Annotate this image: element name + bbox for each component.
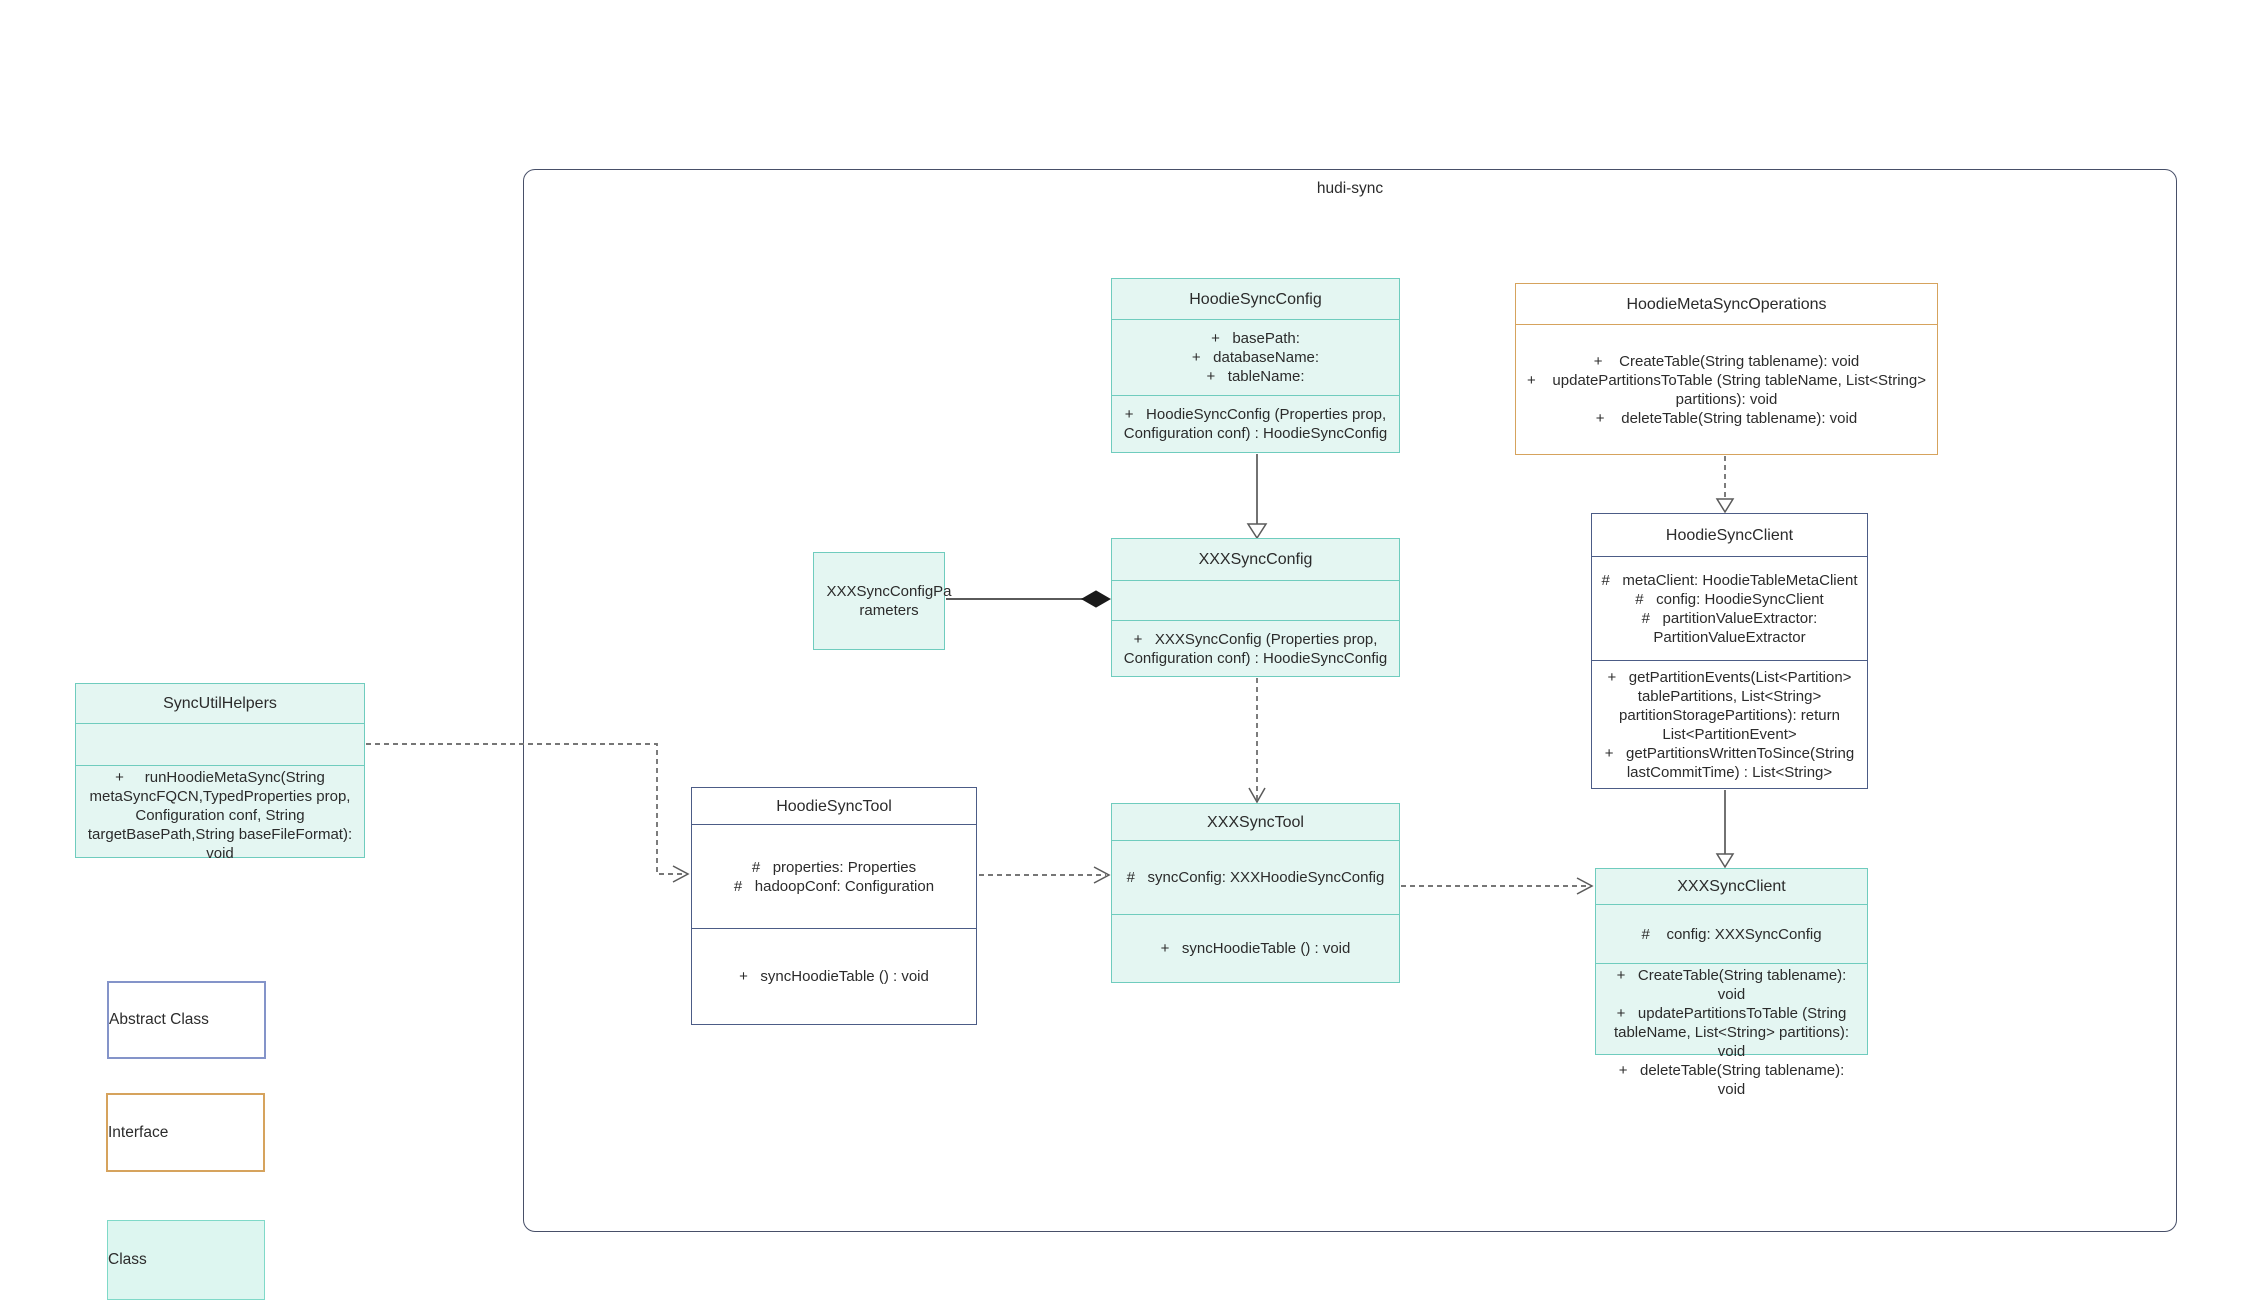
class-box-hoodiesyncconfig[interactable]: HoodieSyncConfig + basePath: + databaseN… xyxy=(1111,278,1400,453)
methods-section: + XXXSyncConfig (Properties prop, Config… xyxy=(1112,620,1399,676)
method-line: + getPartitionEvents(List<Partition> tab… xyxy=(1607,668,1856,743)
legend-label: Abstract Class xyxy=(109,1011,209,1028)
legend-label: Class xyxy=(108,1251,147,1268)
method-line: + getPartitionsWrittenToSince(String las… xyxy=(1604,744,1859,781)
attribute-line: + databaseName: xyxy=(1191,349,1320,366)
attributes-section: + basePath: + databaseName: + tableName: xyxy=(1112,319,1399,395)
package-hudi-sync[interactable]: hudi-sync xyxy=(523,169,2177,1232)
class-title: XXXSyncConfig xyxy=(1198,551,1313,568)
attribute-line: # metaClient: HoodieTableMetaClient xyxy=(1601,571,1858,589)
class-box-syncutilhelpers[interactable]: SyncUtilHelpers + runHoodieMetaSync(Stri… xyxy=(75,683,365,862)
abstract-class-box-hoodiesyncclient[interactable]: HoodieSyncClient # metaClient: HoodieTab… xyxy=(1591,513,1868,789)
legend-label: Interface xyxy=(108,1123,169,1141)
class-title: HoodieSyncConfig xyxy=(1189,290,1322,308)
methods-section: + syncHoodieTable () : void xyxy=(692,928,976,1024)
attribute-line: + tableName: xyxy=(1206,368,1305,385)
method-line: + CreateTable(String tablename): void xyxy=(1616,967,1851,1003)
attributes-section: # properties: Properties # hadoopConf: C… xyxy=(692,824,976,928)
class-box-xxxsyncconfig[interactable]: XXXSyncConfig + XXXSyncConfig (Propertie… xyxy=(1111,538,1400,677)
methods-section: + HoodieSyncConfig (Properties prop, Con… xyxy=(1112,395,1399,452)
attributes-section: # syncConfig: XXXHoodieSyncConfig xyxy=(1112,840,1399,914)
class-title: HoodieSyncTool xyxy=(776,797,892,815)
class-title: XXXSyncTool xyxy=(1207,813,1304,831)
method-line: + deleteTable(String tablename): void xyxy=(1618,1062,1849,1098)
methods-section: + syncHoodieTable () : void xyxy=(1112,914,1399,982)
attributes-section: # metaClient: HoodieTableMetaClient # co… xyxy=(1592,556,1867,660)
attribute-line: # config: HoodieSyncClient xyxy=(1635,590,1824,608)
method-line: + CreateTable(String tablename): void xyxy=(1593,352,1860,370)
attribute-line: # syncConfig: XXXHoodieSyncConfig xyxy=(1126,869,1385,886)
attributes-section: # config: XXXSyncConfig xyxy=(1596,904,1867,963)
class-box-xxxsyncconfigparameters[interactable]: XXXSyncConfigParameters xyxy=(813,552,952,650)
class-title: XXXSyncClient xyxy=(1677,878,1786,895)
attribute-line: # partitionValueExtractor: PartitionValu… xyxy=(1641,609,1822,646)
attribute-line: + basePath: xyxy=(1211,330,1300,347)
legend-abstract-class[interactable]: Abstract Class xyxy=(107,981,266,1059)
methods-section: + CreateTable(String tablename): void + … xyxy=(1516,324,1937,454)
class-box-xxxsynctool[interactable]: XXXSyncTool # syncConfig: XXXHoodieSyncC… xyxy=(1111,803,1400,983)
class-box-xxxsyncclient[interactable]: XXXSyncClient # config: XXXSyncConfig + … xyxy=(1595,868,1868,1098)
class-title: HoodieMetaSyncOperations xyxy=(1626,295,1827,313)
legend-interface[interactable]: Interface xyxy=(106,1093,265,1172)
method-line: + HoodieSyncConfig (Properties prop, Con… xyxy=(1123,406,1391,442)
attributes-section-empty xyxy=(76,723,364,765)
method-line: + syncHoodieTable () : void xyxy=(1160,940,1351,957)
methods-section: + CreateTable(String tablename): void + … xyxy=(1596,963,1867,1101)
method-line: + updatePartitionsToTable (String tableN… xyxy=(1613,1005,1854,1060)
legend-class[interactable]: Class xyxy=(107,1220,265,1300)
package-label: hudi-sync xyxy=(1316,180,1384,197)
class-title: SyncUtilHelpers xyxy=(163,695,277,712)
class-title: HoodieSyncClient xyxy=(1665,526,1794,544)
method-line: + updatePartitionsToTable (String tableN… xyxy=(1527,371,1931,408)
interface-box-hoodiemetasyncoperations[interactable]: HoodieMetaSyncOperations + CreateTable(S… xyxy=(1515,283,1938,455)
method-line: + runHoodieMetaSync(String metaSyncFQCN,… xyxy=(87,769,357,862)
attribute-line: # hadoopConf: Configuration xyxy=(733,877,935,895)
abstract-class-box-hoodiesynctool[interactable]: HoodieSyncTool # properties: Properties … xyxy=(691,787,977,1025)
method-line: + XXXSyncConfig (Properties prop, Config… xyxy=(1123,630,1388,667)
methods-section: + runHoodieMetaSync(String metaSyncFQCN,… xyxy=(76,765,364,865)
methods-section: + getPartitionEvents(List<Partition> tab… xyxy=(1592,660,1867,788)
attribute-line: # properties: Properties xyxy=(751,858,917,876)
attribute-line: # config: XXXSyncConfig xyxy=(1641,925,1822,943)
method-line: + syncHoodieTable () : void xyxy=(739,968,929,985)
attributes-section-empty xyxy=(1112,580,1399,620)
method-line: + deleteTable(String tablename): void xyxy=(1595,409,1858,427)
class-title: XXXSyncConfigParameters xyxy=(826,583,952,619)
